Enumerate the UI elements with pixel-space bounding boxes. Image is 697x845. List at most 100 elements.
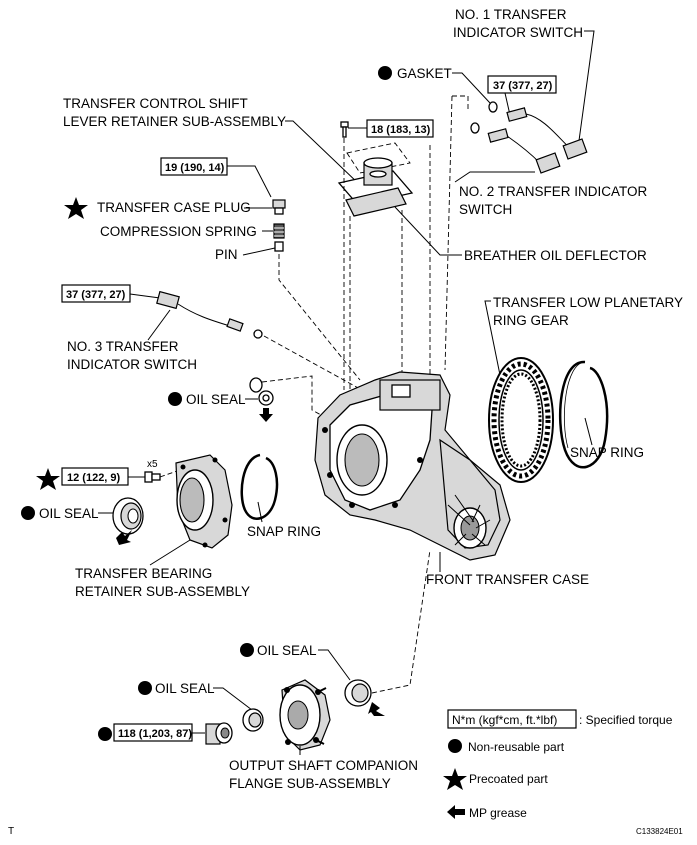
torque-19-text: 19 (190, 14) — [165, 162, 225, 174]
case-plug-icon — [272, 199, 286, 215]
switch-gasket-icon — [253, 329, 263, 339]
bearing-retainer-label-line1: TRANSFER BEARING — [75, 566, 212, 581]
non-reusable-mark-icon — [378, 66, 392, 80]
precoated-star-icon — [64, 197, 88, 219]
snap-ring-mid-leader — [257, 501, 263, 523]
ring-gear-icon — [488, 357, 554, 483]
gasket-2-icon — [470, 122, 480, 134]
lever-retainer-label-line1: TRANSFER CONTROL SHIFT — [63, 96, 248, 111]
oil-seal-lower-left-label: OIL SEAL — [155, 681, 215, 696]
guide-line-lower-seal — [371, 549, 431, 694]
no3-switch-icon — [156, 290, 244, 332]
no3-switch-label-line1: NO. 3 TRANSFER — [67, 339, 179, 354]
pin-leader — [242, 247, 276, 256]
torque-19-leader — [227, 165, 272, 198]
gasket-1-icon — [488, 101, 498, 113]
legend-non-reusable-icon — [448, 739, 462, 753]
pin-label: PIN — [215, 247, 238, 262]
figure-id: C133824E01 — [636, 827, 683, 836]
precoated-star-icon — [36, 468, 60, 490]
bearing-retainer-leader — [149, 539, 191, 566]
torque-118-text: 118 (1,203, 87) — [118, 728, 192, 740]
snap-ring-mid-icon — [240, 453, 279, 520]
non-reusable-mark-icon — [98, 727, 112, 741]
oil-seal-lower-left-leader — [213, 687, 253, 711]
companion-flange-label-line2: FLANGE SUB-ASSEMBLY — [229, 776, 391, 791]
snap-ring-right-icon — [559, 360, 609, 469]
breather-label: BREATHER OIL DEFLECTOR — [464, 248, 647, 263]
front-case-label: FRONT TRANSFER CASE — [426, 572, 589, 587]
oil-seal-left-icon — [112, 497, 144, 535]
bearing-retainer-label-line2: RETAINER SUB-ASSEMBLY — [75, 584, 250, 599]
legend-precoated-label: Precoated part — [469, 772, 548, 786]
torque-18-text: 18 (183, 13) — [371, 124, 431, 136]
guide-line-plug — [278, 254, 361, 381]
grease-arrow-icon — [116, 530, 132, 545]
front-transfer-case-icon — [314, 371, 511, 561]
no2-switch-label-line2: SWITCH — [459, 202, 512, 217]
grease-arrow-icon — [259, 408, 273, 422]
gasket-label: GASKET — [397, 66, 452, 81]
corner-mark: T — [8, 826, 14, 837]
legend-torque-box — [447, 709, 577, 729]
ring-gear-label-line2: RING GEAR — [493, 313, 569, 328]
compression-spring-icon — [273, 223, 285, 239]
flange-nut-icon — [205, 722, 233, 745]
pin-icon — [274, 241, 284, 252]
oil-seal-lower-right-leader — [318, 649, 351, 681]
lever-retainer-icon — [337, 142, 414, 217]
snap-ring-right-leader — [584, 417, 593, 446]
oil-seal-upper-icon — [249, 377, 274, 406]
oil-seal-left-label: OIL SEAL — [39, 506, 99, 521]
snap-ring-right-label: SNAP RING — [570, 445, 644, 460]
non-reusable-mark-icon — [138, 681, 152, 695]
companion-flange-icon — [279, 679, 331, 751]
grease-arrow-icon — [368, 702, 385, 716]
snap-ring-mid-label: SNAP RING — [247, 524, 321, 539]
no1-switch-icon — [506, 107, 588, 160]
no2-switch-label-line1: NO. 2 TRANSFER INDICATOR — [459, 184, 648, 199]
guide-line-oilseal — [261, 375, 331, 421]
no1-switch-label-line1: NO. 1 TRANSFER — [455, 7, 567, 22]
no2-switch-icon — [487, 128, 561, 174]
retainer-bolt-icon — [144, 471, 161, 483]
compression-spring-label: COMPRESSION SPRING — [100, 224, 257, 239]
torque-37-left-leader — [129, 293, 161, 299]
no1-switch-label-line2: INDICATOR SWITCH — [453, 25, 583, 40]
non-reusable-mark-icon — [21, 506, 35, 520]
torque-12-text: 12 (122, 9) — [67, 472, 121, 484]
oil-seal-lower-right-label: OIL SEAL — [257, 643, 317, 658]
ring-gear-label-line1: TRANSFER LOW PLANETARY — [493, 295, 683, 310]
no2-switch-leader — [454, 171, 535, 183]
no1-switch-leader — [577, 30, 595, 149]
guide-line-gasket — [452, 95, 469, 110]
x5-label: x5 — [147, 459, 158, 470]
breather-leader — [394, 206, 462, 256]
torque-box-37-left — [61, 284, 131, 303]
lever-retainer-leader — [285, 120, 361, 186]
oil-seal-upper-label: OIL SEAL — [186, 392, 246, 407]
legend-grease-icon — [447, 805, 465, 819]
legend-precoated-icon — [443, 768, 467, 790]
guide-line-gasket-2 — [444, 95, 453, 371]
case-plug-label: TRANSFER CASE PLUG — [97, 200, 251, 215]
torque-37-top-text: 37 (377, 27) — [493, 80, 553, 92]
legend-torque-desc: : Specified torque — [579, 713, 673, 727]
ring-gear-leader — [484, 300, 501, 376]
torque-37-left-text: 37 (377, 27) — [66, 289, 126, 301]
oil-seal-lower-right-icon — [344, 679, 372, 707]
companion-flange-label-line1: OUTPUT SHAFT COMPANION — [229, 758, 418, 773]
legend-non-reusable-label: Non-reusable part — [468, 740, 565, 754]
no3-switch-label-line2: INDICATOR SWITCH — [67, 357, 197, 372]
non-reusable-mark-icon — [168, 392, 182, 406]
legend-torque-units: N*m (kgf*cm, ft.*lbf) — [452, 713, 557, 727]
torque-box-37-top — [487, 75, 557, 94]
gasket-leader — [452, 72, 491, 104]
bearing-retainer-icon — [175, 454, 233, 549]
bolt-icon — [340, 121, 349, 138]
oil-seal-lower-left-icon — [242, 708, 264, 732]
non-reusable-mark-icon — [240, 643, 254, 657]
lever-retainer-label-line2: LEVER RETAINER SUB-ASSEMBLY — [63, 114, 286, 129]
guide-line-no3 — [263, 335, 381, 401]
